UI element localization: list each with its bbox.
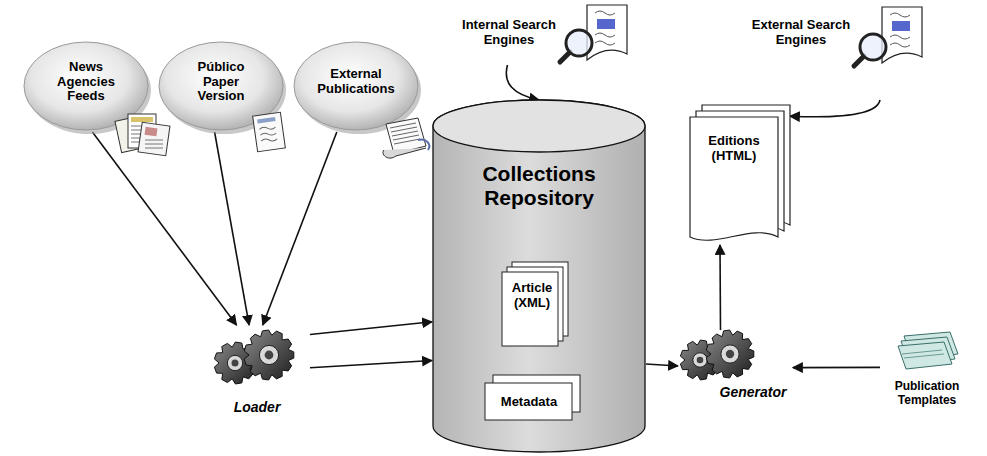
node-label: Editions (HTML) (696, 134, 772, 164)
search-engine-icon: Internal Search Engines (455, 5, 630, 65)
node-label: Article (XML) (506, 281, 558, 311)
article-document: Article (XML) (502, 262, 568, 346)
flow-arrow (646, 364, 678, 366)
node-label: External Search Engines (745, 18, 857, 48)
templates-icon: Publication Templates (880, 330, 975, 415)
flow-arrow (506, 65, 539, 100)
newspapers-icon (115, 114, 170, 156)
node-label: External Publications (308, 67, 404, 97)
editions-stack-outline (690, 105, 790, 245)
loader-gears: Loader (205, 325, 310, 420)
node-label: Internal Search Engines (455, 18, 563, 48)
node-label: Loader (234, 399, 281, 415)
flow-arrow (793, 367, 880, 369)
source-ellipse: Público Paper Version (157, 40, 285, 132)
node-label: Generator (720, 384, 787, 400)
source-ellipse: External Publications (292, 40, 420, 132)
metadata-stack: Metadata (485, 375, 580, 420)
gear (706, 330, 754, 378)
flow-arrow (215, 132, 250, 325)
flow-arrow (310, 361, 432, 368)
flow-arrow (310, 322, 432, 335)
search-engine-icon: External Search Engines (745, 5, 925, 100)
editions-stack: Editions (HTML) (690, 105, 790, 245)
gear (244, 330, 293, 380)
generator-gears: Generator (678, 330, 793, 410)
search-engine-icon-outline (455, 5, 630, 65)
flow-arrow (263, 132, 337, 325)
node-label: Metadata (501, 395, 557, 410)
node-label: Público Paper Version (183, 60, 259, 105)
flow-arrow (719, 245, 721, 330)
node-label: News Agencies Feeds (50, 60, 122, 105)
flow-arrow (790, 100, 880, 117)
newspaper-roll-icon (383, 118, 429, 158)
node-label: Publication Templates (882, 380, 972, 408)
repository-cylinder: Collections RepositoryArticle (XML) Metad… (432, 100, 646, 452)
node-label: Collections Repository (454, 162, 624, 210)
source-ellipse: News Agencies Feeds (22, 40, 150, 132)
flow-arrow (92, 132, 236, 325)
newspaper-icon (253, 112, 286, 152)
